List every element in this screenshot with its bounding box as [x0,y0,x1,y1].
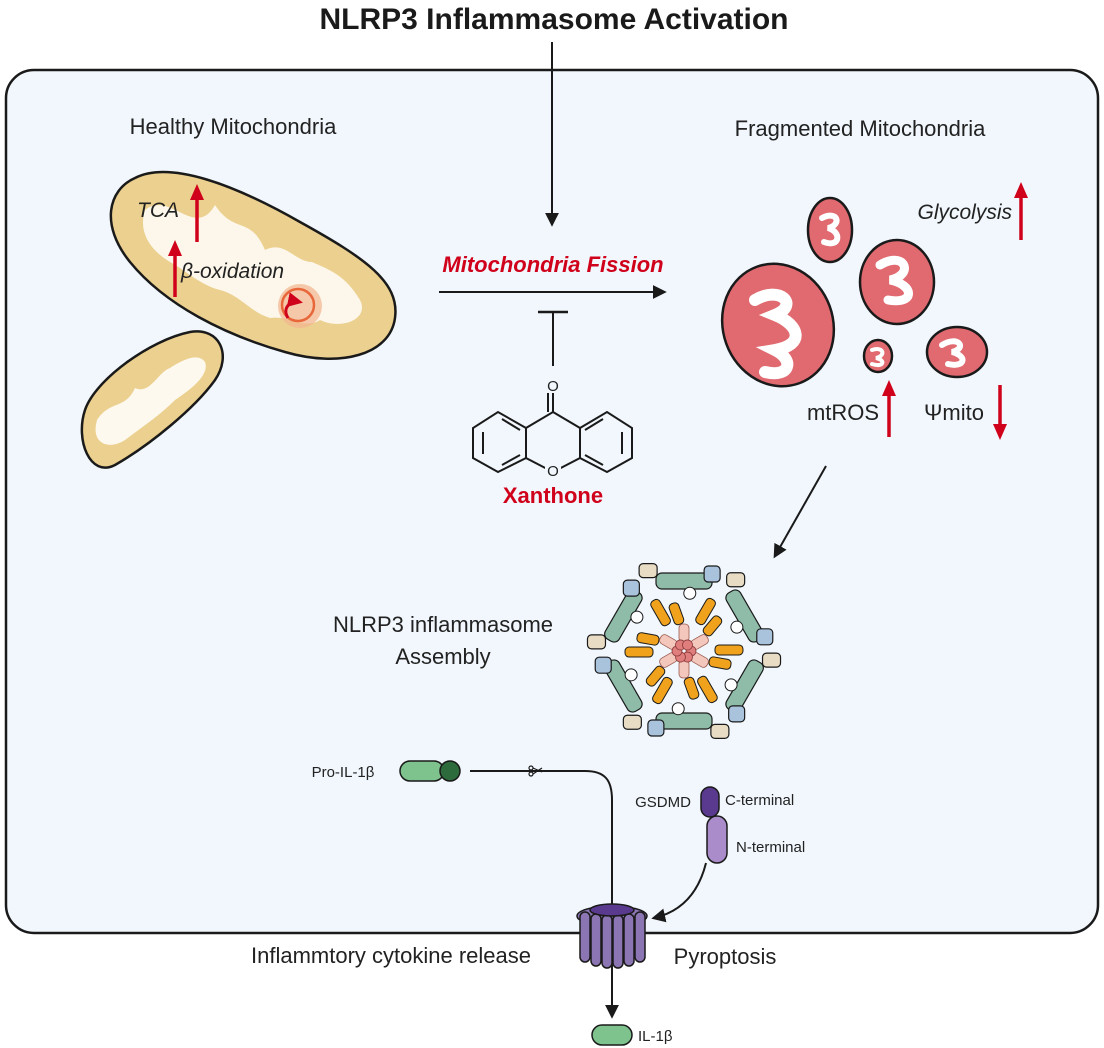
cytokine-release-label: Inflammtory cytokine release [251,943,531,968]
beta-oxidation-label: β-oxidation [180,260,284,283]
n-terminal-domain [706,815,728,864]
down-arrow-icon [993,385,1007,440]
pro-il1b-icon [399,760,461,782]
up-arrow-icon [168,240,182,297]
il1b-label: IL-1β [638,1028,673,1045]
healthy-mitochondrion-small [80,330,225,469]
n-terminal-label: N-terminal [736,839,805,856]
psimito-label: Ψmito [924,400,984,425]
assembly-label-line2: Assembly [395,644,490,669]
xanthone-label: Xanthone [503,483,603,508]
scissors-icon [528,765,543,777]
fragmented-mitochondria-label: Fragmented Mitochondria [735,116,986,141]
page-title: NLRP3 Inflammasome Activation [320,3,789,36]
gasdermin-pore-icon [576,903,648,969]
il1b-icon [591,1024,633,1046]
pro-il1b-label: Pro-IL-1β [312,764,375,781]
up-arrow-icon [1014,182,1028,240]
cleavage-path [470,770,619,1019]
pyroptosis-label: Pyroptosis [674,944,777,969]
cycle-icon [280,287,316,323]
up-arrow-icon [882,380,896,437]
xanthone-structure [472,393,633,474]
c-terminal-domain [700,786,720,818]
gsdmd-label: GSDMD [635,794,691,811]
assembly-label-line1: NLRP3 inflammasome [333,612,553,637]
pyroptosis-arrow [651,862,707,923]
tca-label: TCA [137,199,179,222]
ring-oxygen-bg [545,462,561,478]
healthy-mitochondria-label: Healthy Mitochondria [130,114,337,139]
carbonyl-oxygen-label: O [547,378,559,395]
inhibition-symbol [538,310,568,366]
assembly-arrow [773,465,827,559]
nlrp3-inflammasome-icon [586,563,782,739]
up-arrow-icon [190,184,204,242]
fission-label: Mitochondria Fission [442,252,663,277]
glycolysis-label: Glycolysis [917,201,1012,224]
fragmented-mitochondria [720,196,989,388]
mtros-label: mtROS [807,400,879,425]
ring-oxygen-label: O [547,463,559,480]
c-terminal-label: C-terminal [725,792,794,809]
